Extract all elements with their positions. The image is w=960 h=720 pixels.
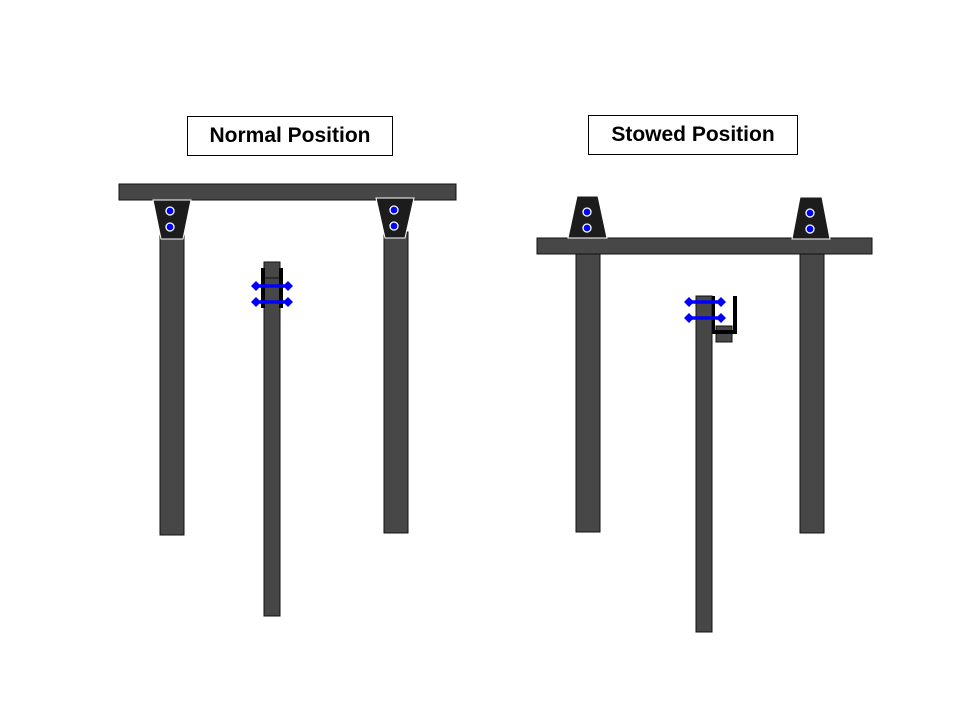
stowed-left-leg: [575, 247, 601, 533]
normal-left-pin-upper: [165, 206, 175, 216]
normal-left-leg: [159, 231, 185, 536]
normal-right-leg: [383, 231, 409, 534]
stowed-clamp-side: [712, 296, 715, 332]
normal-left-bracket: [152, 199, 192, 240]
stowed-left-pin-upper: [582, 207, 592, 217]
normal-left-pin-lower: [165, 222, 175, 232]
stowed-position-label: Stowed Position: [588, 115, 798, 155]
stowed-clamp-lower: [684, 313, 726, 323]
stowed-position-assembly: [536, 195, 873, 633]
normal-position-label: Normal Position: [187, 116, 393, 156]
stowed-right-leg: [799, 247, 825, 534]
normal-right-bracket: [375, 197, 415, 239]
normal-right-pin-lower: [389, 221, 399, 231]
stowed-right-pin-lower: [805, 224, 815, 234]
normal-center-post: [263, 261, 281, 617]
stowed-center-post: [695, 295, 713, 633]
normal-post-cap: [263, 261, 281, 279]
normal-clamp-plate-left: [261, 268, 265, 308]
normal-crossbar: [118, 183, 457, 201]
stowed-left-bracket: [567, 195, 608, 239]
stowed-clamp-foot: [712, 330, 734, 334]
normal-position-assembly: [118, 183, 457, 617]
stowed-right-bracket: [791, 196, 831, 240]
normal-clamp-lower: [251, 297, 293, 307]
normal-clamp-plate-right: [279, 268, 283, 308]
stowed-left-pin-lower: [582, 223, 592, 233]
stowed-crossbar: [536, 237, 873, 255]
stowed-clamp-plate: [733, 296, 737, 334]
normal-clamp-upper: [251, 281, 293, 291]
normal-right-pin-upper: [389, 205, 399, 215]
stowed-clamp-upper: [684, 297, 726, 307]
stowed-right-pin-upper: [805, 208, 815, 218]
